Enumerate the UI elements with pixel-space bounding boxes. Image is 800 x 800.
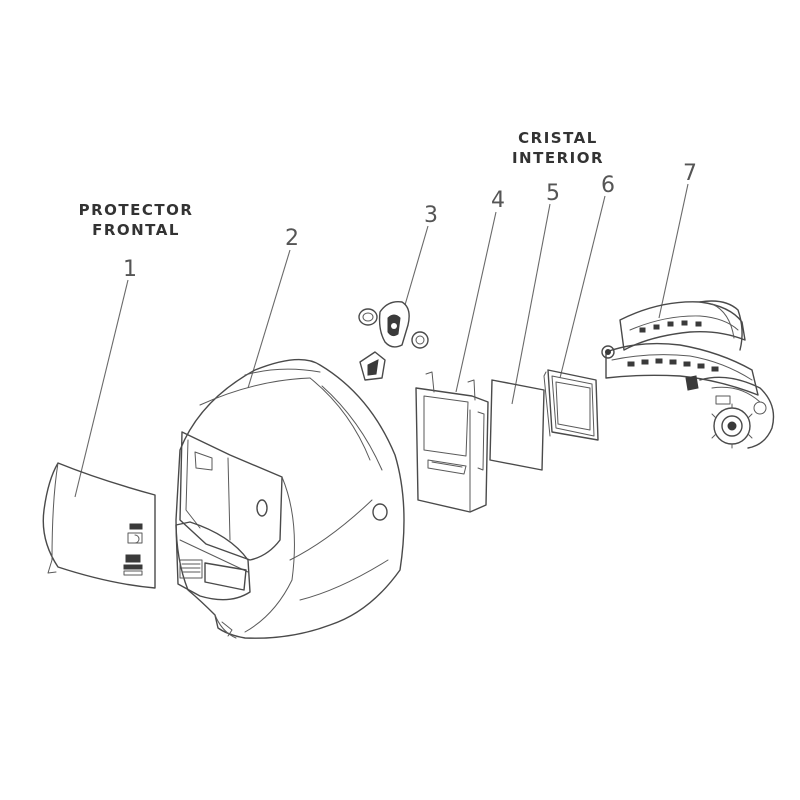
leader-line-3 [404, 225, 429, 306]
seal-ring-right [411, 331, 429, 349]
caption-protector-line-2: FRONTAL [92, 221, 180, 239]
part-number-7: 7 [683, 161, 697, 186]
inner-lens-outer [547, 369, 599, 441]
front-protector-lens [42, 462, 156, 589]
helmet-rivet-left [256, 499, 268, 517]
part-5-clear-plate: 5 [489, 181, 560, 471]
part-7-headgear: 7 [601, 161, 775, 449]
frame-window [423, 395, 469, 457]
part-number-4: 4 [491, 188, 505, 213]
part-6-inner-lens: 6 [543, 173, 615, 441]
leader-line-6 [559, 195, 606, 379]
helmet-outline [175, 358, 405, 639]
part-number-6: 6 [601, 173, 615, 198]
part-2-helmet-shell: 2 [175, 226, 405, 639]
caption-protector-line-1: PROTECTOR [78, 201, 194, 219]
control-module [378, 301, 410, 348]
caption-protector-frontal: PROTECTOR FRONTAL [62, 200, 210, 240]
part-1-front-protector: 1 [42, 257, 156, 589]
viewing-window [179, 431, 283, 561]
part-number-2: 2 [285, 226, 299, 251]
leader-line-4 [455, 211, 497, 393]
caption-cristal-line-1: CRISTAL [518, 129, 598, 147]
headgear-top-band [619, 301, 746, 351]
part-3-controls: 3 [358, 203, 438, 381]
leader-line-7 [658, 183, 689, 319]
part-number-5: 5 [546, 181, 560, 206]
lens-label-mark [129, 523, 143, 530]
caption-cristal-interior: CRISTAL INTERIOR [488, 128, 628, 168]
part-number-3: 3 [424, 203, 438, 228]
clear-plate [489, 379, 545, 471]
seal-ring-left [358, 308, 378, 326]
leader-line-2 [247, 249, 291, 389]
helmet-rivet-right [372, 503, 388, 521]
headgear-holes [627, 320, 719, 372]
part-4-cartridge-frame: 4 [415, 188, 505, 513]
part-number-1: 1 [123, 257, 137, 282]
leader-line-5 [511, 203, 551, 405]
adjust-clip [359, 351, 386, 381]
headgear-pivot-left [601, 345, 615, 359]
leader-line-1 [74, 279, 129, 498]
headgear-main-band [605, 342, 759, 396]
frame-outline [415, 387, 489, 513]
rear-cradle [699, 376, 775, 449]
caption-cristal-line-2: INTERIOR [511, 149, 605, 167]
chin-guard [175, 521, 251, 601]
